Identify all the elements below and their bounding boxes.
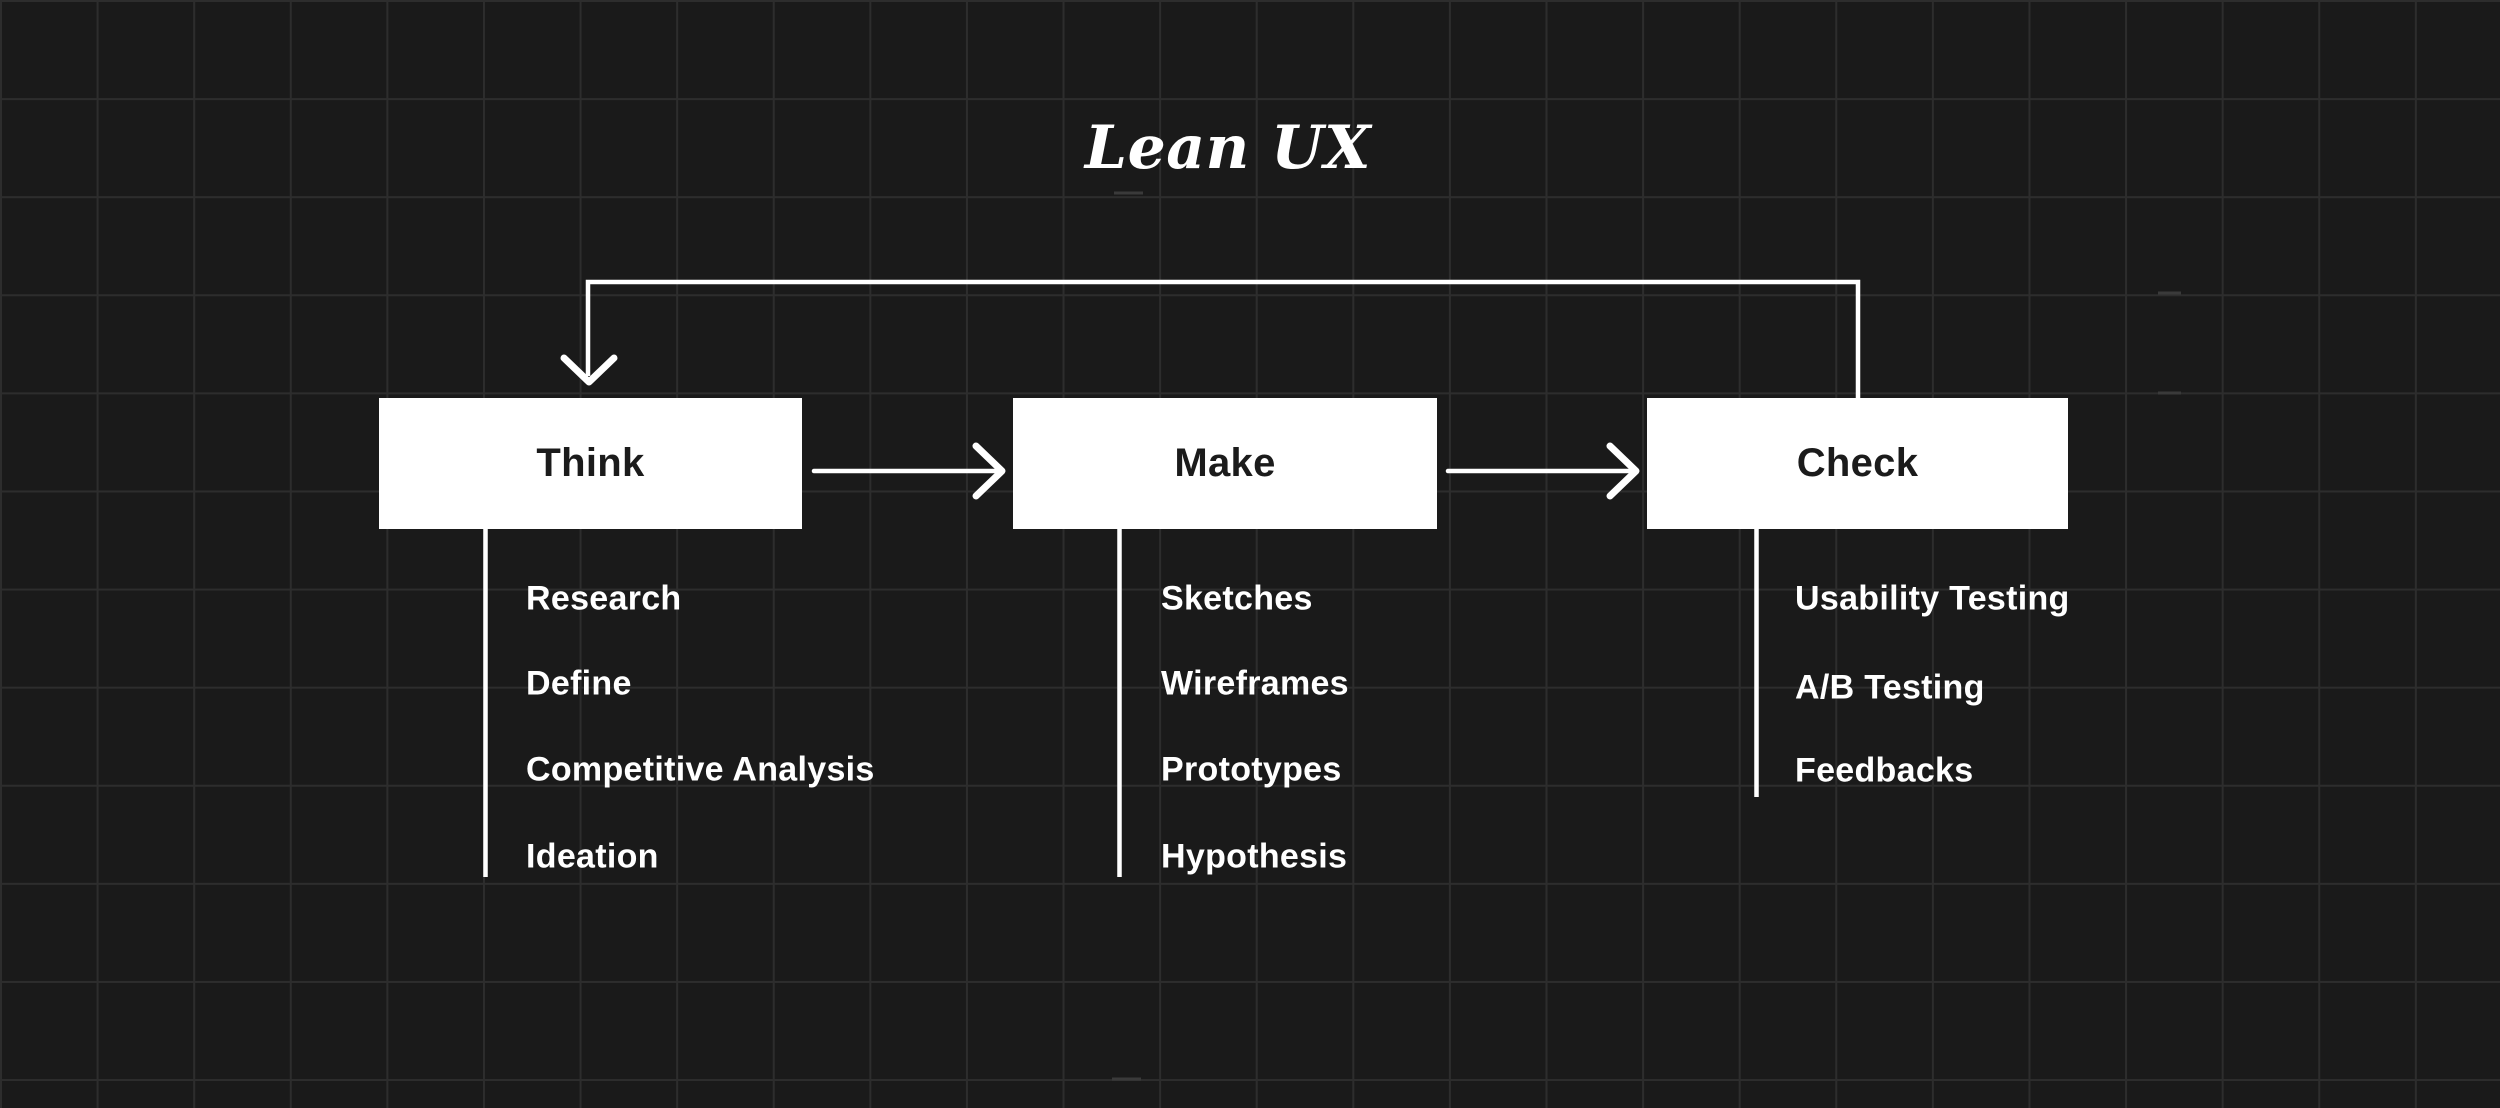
think-list-item: Research xyxy=(526,579,682,618)
feedback-loop-line xyxy=(585,279,1861,399)
think-list-item: Ideation xyxy=(526,837,659,876)
stage-label-make: Make xyxy=(1174,441,1276,485)
feedback-arrowhead-icon xyxy=(560,354,618,386)
grid-highlight-dashes xyxy=(1112,191,2181,1081)
stage-box-make: Make xyxy=(1013,398,1437,529)
stage-label-check: Check xyxy=(1796,441,1919,485)
arrow-think-to-make-head-icon xyxy=(972,442,1006,500)
make-list-item: Prototypes xyxy=(1161,750,1342,789)
diagram-title: Lean UX xyxy=(1084,113,1372,183)
check-list-item: A/B Testing xyxy=(1795,668,1985,707)
stage-box-think: Think xyxy=(379,398,802,529)
stage-label-think: Think xyxy=(536,441,645,485)
check-list-item: Feedbacks xyxy=(1795,751,1974,790)
make-list-item: Wireframes xyxy=(1161,664,1349,703)
make-list-item: Sketches xyxy=(1161,579,1313,618)
think-list-item: Competitive Analysis xyxy=(526,750,875,789)
make-list-item: Hypothesis xyxy=(1161,837,1348,876)
think-list-item: Define xyxy=(526,664,632,703)
arrow-make-to-check-head-icon xyxy=(1606,442,1640,500)
check-list-item: Usability Testing xyxy=(1795,579,2070,618)
stage-box-check: Check xyxy=(1647,398,2068,529)
